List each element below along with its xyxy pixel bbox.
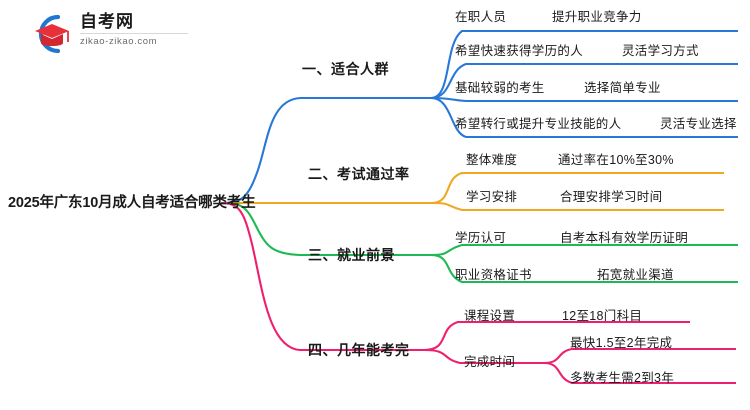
leaf-value[interactable]: 多数考生需2到3年 xyxy=(570,371,675,385)
connector-branch2-leaf-2 xyxy=(431,201,724,212)
leaf-key[interactable]: 希望转行或提升专业技能的人 xyxy=(455,117,622,131)
leaf-key[interactable]: 希望快速获得学历的人 xyxy=(455,44,584,58)
leaf-key[interactable]: 在职人员 xyxy=(455,10,507,24)
leaf-value[interactable]: 灵活学习方式 xyxy=(622,44,699,58)
leaf-value[interactable]: 选择简单专业 xyxy=(584,81,661,95)
connector-branch1-leaf-3 xyxy=(430,96,738,103)
graduation-cap-icon xyxy=(28,12,74,56)
leaf-key[interactable]: 基础较弱的考生 xyxy=(455,81,545,95)
logo-name-cn: 自考网 xyxy=(80,12,134,31)
logo-name-en: zikao-zikao.com xyxy=(80,36,158,47)
leaf-key[interactable]: 职业资格证书 xyxy=(455,268,532,282)
leaf-value[interactable]: 12至18门科目 xyxy=(562,309,643,323)
leaf-key[interactable]: 课程设置 xyxy=(464,309,516,323)
leaf-value[interactable]: 自考本科有效学历证明 xyxy=(560,231,689,245)
mindmap-branch-2[interactable]: 二、考试通过率 xyxy=(308,166,410,182)
leaf-value[interactable]: 合理安排学习时间 xyxy=(560,190,663,204)
connector-root-branch-4 xyxy=(220,201,424,352)
mindmap-root-node[interactable]: 2025年广东10月成人自考适合哪类考生 xyxy=(8,195,256,211)
leaf-key[interactable]: 学习安排 xyxy=(466,190,518,204)
leaf-value[interactable]: 通过率在10%至30% xyxy=(558,153,674,167)
leaf-value[interactable]: 最快1.5至2年完成 xyxy=(570,336,673,350)
site-logo: 自考网 zikao-zikao.com xyxy=(28,10,193,58)
logo-divider xyxy=(80,33,188,34)
mindmap-branch-3[interactable]: 三、就业前景 xyxy=(308,247,395,263)
mindmap-branch-1[interactable]: 一、适合人群 xyxy=(302,61,389,77)
leaf-value[interactable]: 拓宽就业渠道 xyxy=(597,268,674,282)
logo-wordmark: 自考网 zikao-zikao.com xyxy=(80,11,192,47)
leaf-key[interactable]: 完成时间 xyxy=(464,355,516,369)
leaf-key[interactable]: 整体难度 xyxy=(466,153,518,167)
leaf-value[interactable]: 灵活专业选择 xyxy=(660,117,737,131)
connector-branch3-leaf-1 xyxy=(430,243,738,257)
mindmap-branch-4[interactable]: 四、几年能考完 xyxy=(308,342,410,358)
leaf-key[interactable]: 学历认可 xyxy=(455,231,507,245)
connector-leaf-completion-time-sub-1 xyxy=(543,347,736,365)
leaf-value[interactable]: 提升职业竞争力 xyxy=(552,10,642,24)
connector-root-branch-1 xyxy=(220,96,431,205)
